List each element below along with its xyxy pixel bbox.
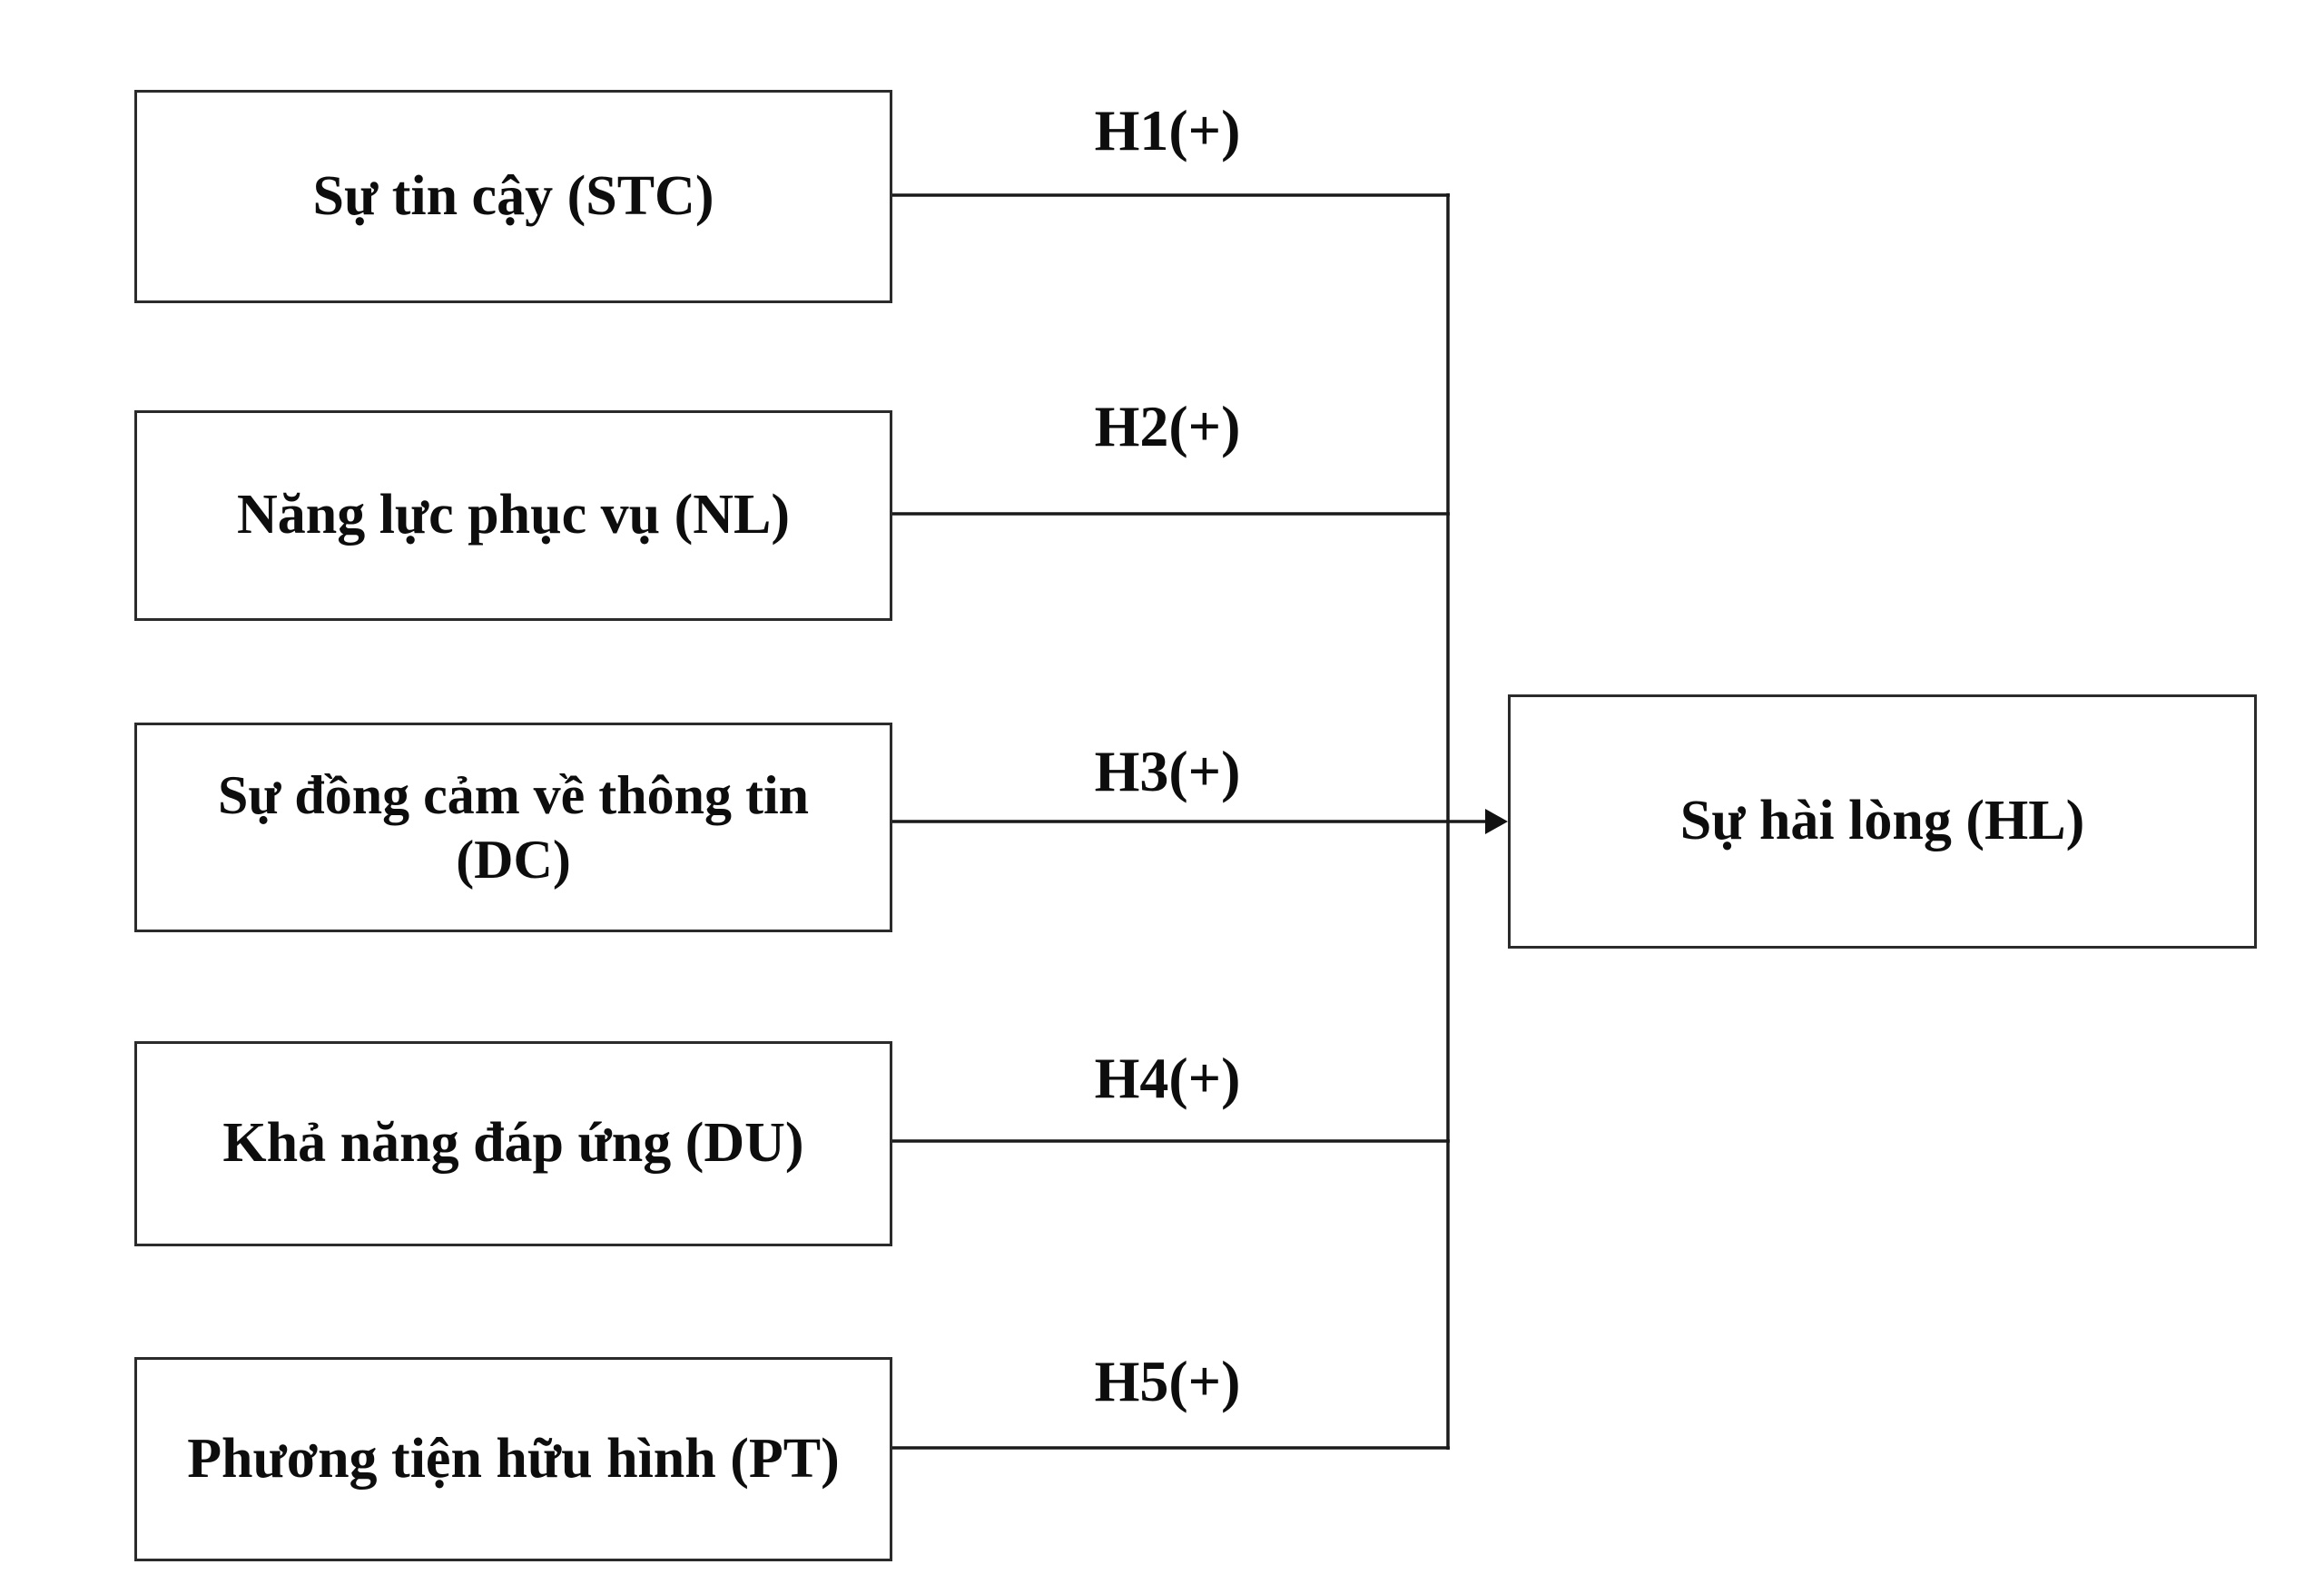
node-box-dc[interactable]: Sự đồng cảm về thông tin (DC) — [134, 723, 892, 932]
node-box-du[interactable]: Khả năng đáp ứng (DU) — [134, 1041, 892, 1246]
node-box-hl[interactable]: Sự hài lòng (HL) — [1508, 694, 2257, 949]
node-label-stc: Sự tin cậy (STC) — [312, 164, 714, 227]
hypothesis-label-h3: H3(+) — [1094, 739, 1241, 803]
node-label-nl: Năng lực phục vụ (NL) — [236, 484, 791, 546]
node-label-pt: Phương tiện hữu hình (PT) — [187, 1427, 840, 1490]
arrowhead-icon — [1485, 809, 1508, 834]
hypothesis-label-h2: H2(+) — [1094, 394, 1241, 458]
node-label-dc: Sự đồng cảm về thông tin (DC) — [217, 764, 810, 890]
hypothesis-label-h5: H5(+) — [1094, 1349, 1241, 1413]
node-box-nl[interactable]: Năng lực phục vụ (NL) — [134, 410, 892, 621]
node-label-du: Khả năng đáp ứng (DU) — [222, 1112, 804, 1175]
node-box-pt[interactable]: Phương tiện hữu hình (PT) — [134, 1357, 892, 1561]
node-label-hl: Sự hài lòng (HL) — [1679, 790, 2085, 852]
node-box-stc[interactable]: Sự tin cậy (STC) — [134, 90, 892, 303]
hypothesis-label-h1: H1(+) — [1094, 98, 1241, 162]
hypothesis-label-h4: H4(+) — [1094, 1046, 1241, 1110]
